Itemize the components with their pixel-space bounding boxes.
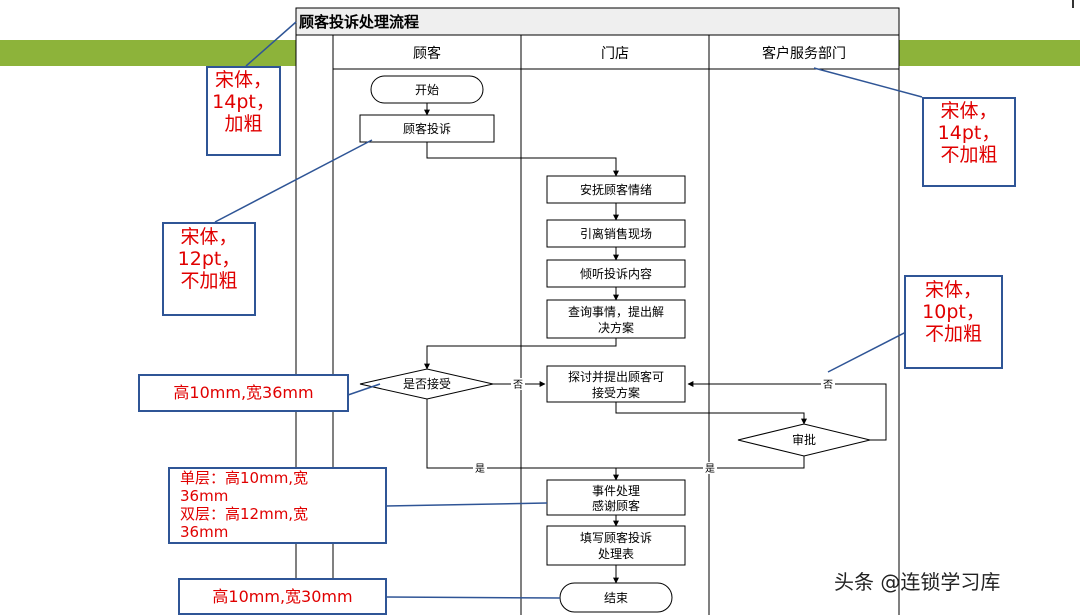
title-bar <box>295 7 900 36</box>
guide-away-box <box>546 219 686 248</box>
handle-label-line2: 感谢顾客 <box>592 498 640 513</box>
annotation-node-font: 宋体， 12pt， 不加粗 <box>162 222 256 316</box>
listen-label: 倾听投诉内容 <box>580 266 652 281</box>
watermark-text: 头条 @连锁学习库 <box>834 570 1001 594</box>
complaint-label: 顾客投诉 <box>403 121 451 136</box>
approve-decision-label: 审批 <box>792 432 816 447</box>
form-label-line2: 处理表 <box>598 547 634 561</box>
soothe-label: 安抚顾客情绪 <box>580 182 652 197</box>
approve-decision-diamond <box>737 423 871 457</box>
annotation-diamond-size: 高10mm,宽36mm <box>138 374 349 412</box>
handle-box <box>546 479 686 516</box>
form-label-line1: 填写顾客投诉 <box>580 530 652 545</box>
start-terminal <box>370 75 484 104</box>
edge-label-yes-approve: 是 <box>705 463 715 475</box>
lane-header-customer: 顾客 <box>413 45 441 62</box>
start-label: 开始 <box>415 83 439 97</box>
annotation-rect-size: 单层：高10mm,宽 36mm 双层：高12mm,宽 36mm <box>168 467 387 544</box>
soothe-box <box>546 175 686 204</box>
annotation-title-font: 宋体， 14pt， 加粗 <box>206 66 281 156</box>
edge-label-no-accept: 否 <box>513 379 523 391</box>
lane-header-store: 门店 <box>601 46 629 62</box>
investigate-label-line2: 决方案 <box>598 320 634 335</box>
form-box <box>546 525 686 566</box>
end-label: 结束 <box>604 591 628 605</box>
annotation-lane-font: 宋体， 14pt， 不加粗 <box>922 97 1016 187</box>
accept-decision-diamond <box>359 368 494 400</box>
edge-label-yes-accept: 是 <box>475 463 485 475</box>
listen-box <box>546 259 686 288</box>
accept-decision-label: 是否接受 <box>403 376 451 391</box>
annotation-terminal-size: 高10mm,宽30mm <box>178 578 387 615</box>
guide-away-label: 引离销售现场 <box>580 226 652 241</box>
edge-label-no-approve: 否 <box>823 379 833 391</box>
investigate-box <box>546 299 686 339</box>
edge-labels: 否 否 是 是 <box>473 378 835 475</box>
discuss-box <box>546 365 686 403</box>
corner-tick <box>1072 0 1074 8</box>
discuss-label-line2: 接受方案 <box>592 385 640 400</box>
handle-label-line1: 事件处理 <box>592 484 640 498</box>
flowchart-title: 顾客投诉处理流程 <box>299 13 419 31</box>
complaint-box <box>359 114 495 143</box>
investigate-label-line1: 查询事情，提出解 <box>568 304 664 319</box>
nodes: 开始 顾客投诉 安抚顾客情绪 引离销售现场 倾听投诉内容 查询事情，提出解 决方… <box>359 75 871 613</box>
annotation-label-font: 宋体， 10pt， 不加粗 <box>904 275 1003 369</box>
lane-header-service-dept: 客户服务部门 <box>762 45 846 62</box>
discuss-label-line1: 探讨并提出顾客可 <box>568 369 664 384</box>
